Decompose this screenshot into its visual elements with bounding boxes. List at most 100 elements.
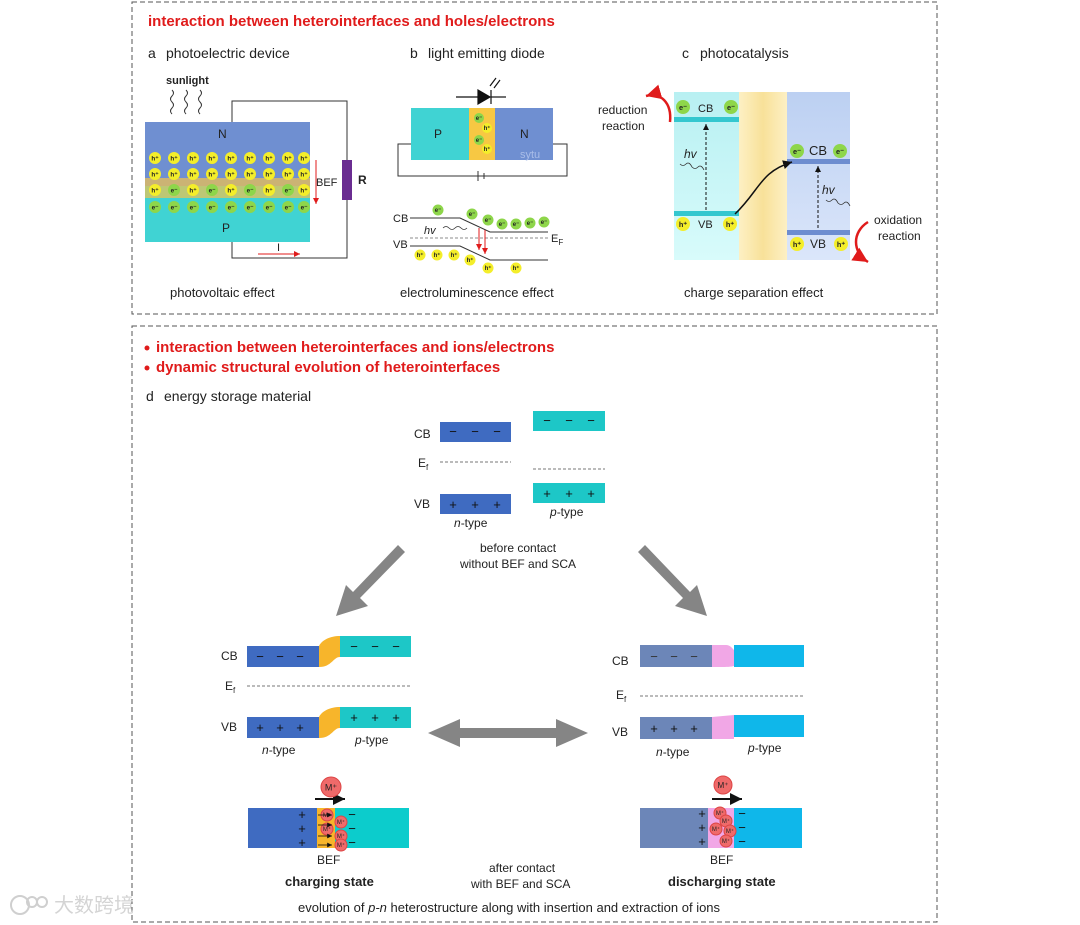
discharging-n-type: n-type xyxy=(656,745,690,759)
electron-label: e⁻ xyxy=(285,204,292,211)
hole-sign: + xyxy=(565,486,573,501)
panel-d-label: d xyxy=(146,388,154,404)
pc-right-cb-label: CB xyxy=(809,143,827,158)
discharging-inserted-ion-label: M⁺ xyxy=(722,818,730,825)
hole-sign: + xyxy=(650,721,658,736)
hole-icon xyxy=(225,168,237,180)
before-p-vb xyxy=(533,483,605,503)
hole-icon xyxy=(225,152,237,164)
hole-label: h⁺ xyxy=(227,155,234,162)
pc-right-vb xyxy=(787,230,850,235)
bef-label: BEF xyxy=(316,177,338,189)
charging-interface-vb xyxy=(319,707,340,738)
hole-icon xyxy=(149,168,161,180)
hole-icon xyxy=(510,262,522,274)
hole-sign: + xyxy=(543,486,551,501)
discharging-ion-label: M⁺ xyxy=(717,781,728,790)
panel-b-caption: electroluminescence effect xyxy=(400,285,554,300)
watermark-logo-icon xyxy=(10,895,48,915)
electron-sign: − xyxy=(543,413,551,428)
hole-label: h⁺ xyxy=(189,187,196,194)
hole-sign: + xyxy=(587,486,595,501)
charging-ef-label: Ef xyxy=(225,679,236,695)
after-contact-signs: −−−−−−++++++−−−+++ xyxy=(256,639,698,736)
electron-label: e⁻ xyxy=(209,204,216,211)
charging-inserted-ion-icon xyxy=(334,838,348,852)
led-circuit-wire xyxy=(397,143,568,177)
charging-inserted-ion-label: M⁺ xyxy=(323,826,331,833)
charging-state-label: charging state xyxy=(285,874,374,889)
p-label: P xyxy=(222,221,230,235)
led-cb-line xyxy=(410,217,548,233)
block-hole-sign: + xyxy=(698,806,706,821)
electron-sign: − xyxy=(471,424,479,439)
hole-icon xyxy=(282,168,294,180)
block-hole-sign: + xyxy=(298,835,306,850)
led-p-region xyxy=(411,108,469,160)
electron-label: e⁻ xyxy=(476,116,483,122)
hole-label: h⁺ xyxy=(793,240,801,249)
electron-label: e⁻ xyxy=(152,204,159,211)
block-electron-sign: − xyxy=(348,835,356,850)
current-label: I xyxy=(277,242,280,254)
led-band-dots: e⁻e⁻e⁻e⁻e⁻e⁻e⁻h⁺h⁺h⁺h⁺h⁺h⁺ xyxy=(414,204,550,274)
charging-p-type: p-type xyxy=(354,733,389,747)
battery-icon xyxy=(477,171,485,181)
hole-icon xyxy=(482,262,494,274)
resistor-label: R xyxy=(358,173,367,187)
discharging-band-diagram: CB Ef VB n-type p-type xyxy=(612,645,804,759)
electron-icon xyxy=(168,184,180,196)
pc-right-cb xyxy=(787,159,850,164)
bullet-2-icon xyxy=(144,365,150,371)
electron-label: e⁻ xyxy=(285,187,292,194)
hole-sign: + xyxy=(350,710,358,725)
charging-n-block xyxy=(248,808,317,848)
ion-markers: M⁺M⁺M⁺M⁺M⁺M⁺M⁺M⁺M⁺M⁺M⁺M⁺+++−−−+++−−− xyxy=(298,775,746,852)
charging-band-diagram: CB Ef VB n-type p-type xyxy=(221,636,411,757)
hole-icon xyxy=(298,184,310,196)
electron-icon xyxy=(833,144,847,158)
hole-icon xyxy=(464,254,476,266)
circuit-wire xyxy=(231,100,348,259)
hole-label: h⁺ xyxy=(265,187,272,194)
electron-sign: − xyxy=(670,649,678,664)
electron-icon xyxy=(168,201,180,213)
electron-sign: − xyxy=(276,649,284,664)
electron-sign: − xyxy=(392,639,400,654)
charging-bef-label: BEF xyxy=(317,853,340,867)
hole-label: h⁺ xyxy=(170,155,177,162)
hole-sign: + xyxy=(371,710,379,725)
charging-ion-icon xyxy=(320,776,342,798)
pc-oxidation-arrow-icon xyxy=(851,220,869,264)
discharging-cb-label: CB xyxy=(612,654,629,668)
hole-label: h⁺ xyxy=(151,171,158,178)
electron-icon xyxy=(474,135,484,145)
pc-oxidation-line2: reaction xyxy=(878,229,921,243)
hole-label: h⁺ xyxy=(484,125,491,132)
discharging-interface-vb xyxy=(712,715,734,739)
hole-label: h⁺ xyxy=(726,220,734,229)
electron-icon xyxy=(474,113,484,123)
hole-sign: + xyxy=(471,497,479,512)
hole-icon xyxy=(206,168,218,180)
panel-top-frame xyxy=(131,1,938,315)
hole-icon xyxy=(414,249,426,261)
charging-n-type: n-type xyxy=(262,743,296,757)
hole-icon xyxy=(168,152,180,164)
hole-icon xyxy=(149,184,161,196)
hole-label: h⁺ xyxy=(265,171,272,178)
discharging-n-vb xyxy=(640,717,712,739)
hole-label: h⁺ xyxy=(417,252,424,259)
hole-label: h⁺ xyxy=(170,171,177,178)
panel-a-caption: photovoltaic effect xyxy=(170,285,275,300)
charging-p-block xyxy=(335,808,409,848)
electron-sign: − xyxy=(256,649,264,664)
arrow-to-discharging-icon xyxy=(638,545,707,616)
electron-label: e⁻ xyxy=(541,220,548,226)
block-hole-sign: + xyxy=(298,821,306,836)
before-p-cb xyxy=(533,411,605,431)
electron-icon xyxy=(538,216,550,228)
hole-label: h⁺ xyxy=(513,265,520,272)
block-electron-sign: − xyxy=(738,820,746,835)
electron-icon xyxy=(149,201,161,213)
